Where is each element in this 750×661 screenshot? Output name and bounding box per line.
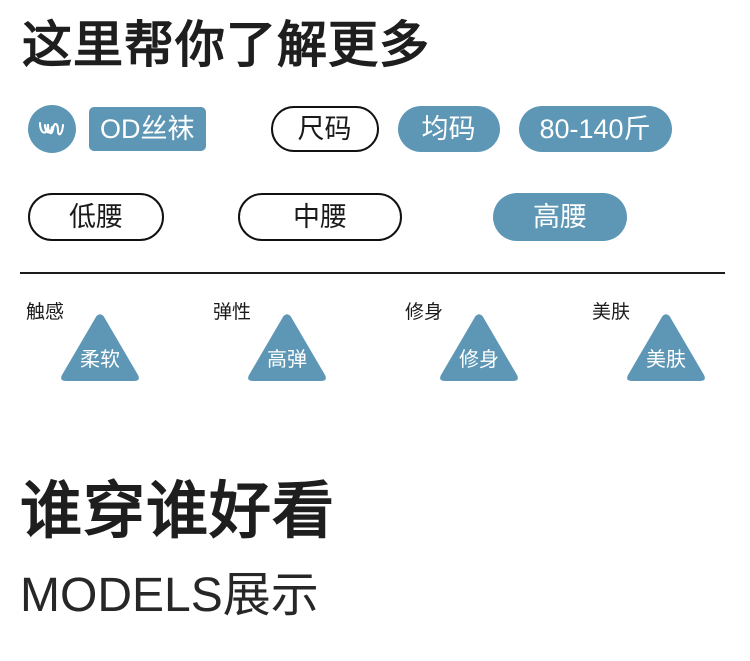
triangle-icon [624, 312, 708, 384]
tag-waist-high[interactable]: 高腰 [493, 193, 627, 241]
waist-height-option-row: 低腰 中腰 高腰 [28, 193, 725, 241]
tag-size-label[interactable]: 尺码 [270, 106, 379, 152]
triangle-icon [58, 312, 142, 384]
page-title: 这里帮你了解更多 [22, 17, 430, 73]
models-heading: 谁穿谁好看 [20, 477, 336, 546]
wave-logo-icon [28, 105, 76, 153]
tag-weight-range[interactable]: 80-140斤 [518, 106, 672, 152]
tag-waist-low[interactable]: 低腰 [28, 193, 164, 241]
feature-item-skin-care: 美肤 美肤 [588, 298, 750, 394]
feature-item-slimming: 修身 修身 [401, 298, 581, 394]
tag-brand-name[interactable]: OD丝袜 [89, 107, 206, 151]
feature-item-touch: 触感 柔软 [22, 298, 202, 394]
feature-label: 弹性 [213, 302, 252, 323]
feature-value: 高弹 [267, 349, 307, 371]
triangle-icon [245, 312, 329, 384]
feature-label: 修身 [405, 302, 444, 323]
feature-value: 修身 [459, 349, 499, 371]
feature-label: 触感 [26, 302, 65, 323]
feature-value: 柔软 [80, 349, 120, 371]
feature-item-elasticity: 弹性 高弹 [209, 298, 389, 394]
feature-label: 美肤 [592, 302, 631, 323]
product-attribute-row-primary: OD丝袜 尺码 均码 80-140斤 [28, 105, 672, 153]
models-subheading: MODELS展示 [20, 569, 319, 622]
tag-waist-mid[interactable]: 中腰 [238, 193, 402, 241]
feature-highlight-row: 触感 柔软 弹性 高弹 修身 修身 美肤 [0, 298, 750, 394]
triangle-icon [437, 312, 521, 384]
feature-value: 美肤 [646, 349, 686, 371]
section-divider [20, 272, 725, 274]
tag-size-value[interactable]: 均码 [397, 106, 500, 152]
